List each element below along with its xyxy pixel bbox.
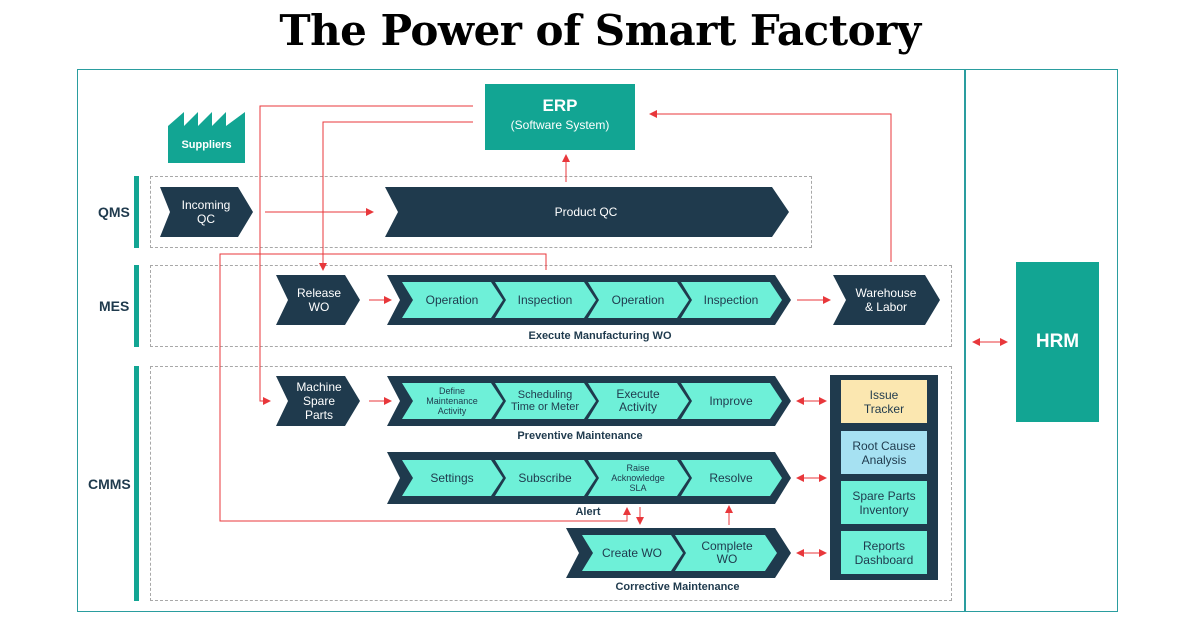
reports-dashboard-box: Reports Dashboard bbox=[841, 531, 927, 574]
corr-step-1-label: Create WO bbox=[601, 545, 662, 560]
corr-step-2-label: Complete WO bbox=[701, 539, 753, 566]
mes-lane-bar bbox=[134, 265, 139, 347]
arrow-warehouse-to-erp bbox=[649, 110, 892, 262]
mes-lane bbox=[150, 265, 952, 347]
erp-subtitle: (Software System) bbox=[510, 118, 610, 132]
erp-name: ERP bbox=[542, 96, 578, 115]
alert-step-2-shape bbox=[495, 460, 596, 496]
arrow-mes-loop-to-alert bbox=[219, 253, 631, 522]
alert-step-3-shape bbox=[588, 460, 689, 496]
arrow-erp-to-release bbox=[319, 121, 473, 271]
spare-parts-chevron bbox=[276, 376, 360, 426]
factory-frame bbox=[77, 69, 1118, 612]
warehouse-label: Warehouse & Labor bbox=[855, 286, 917, 314]
alert-step-1-shape bbox=[402, 460, 503, 496]
alert-step-4-label: Resolve bbox=[709, 470, 753, 485]
product-qc-label: Product QC bbox=[554, 205, 618, 219]
mes-step-3-shape bbox=[588, 282, 689, 318]
prev-step-4-label: Improve bbox=[709, 393, 753, 408]
mes-step-2-shape bbox=[495, 282, 596, 318]
prev-step-1-label: Define Maintenance Activity bbox=[426, 386, 478, 416]
spare-parts-label: Machine Spare Parts bbox=[296, 380, 342, 422]
suppliers-label: Suppliers bbox=[181, 139, 232, 151]
incoming-qc-chevron bbox=[160, 187, 253, 237]
erp-box: ERP (Software System) bbox=[485, 84, 635, 150]
cmms-lane bbox=[150, 366, 952, 601]
qms-lane bbox=[150, 176, 812, 248]
mes-step-1-shape bbox=[402, 282, 503, 318]
alert-step-1-label: Settings bbox=[430, 470, 474, 485]
mes-step-4-shape bbox=[681, 282, 782, 318]
warehouse-chevron bbox=[833, 275, 940, 325]
hrm-box: HRM bbox=[1016, 262, 1099, 422]
mes-step-4-label: Inspection bbox=[703, 292, 759, 307]
cmms-lane-label: CMMS bbox=[88, 476, 131, 492]
mes-step-1-label: Operation bbox=[425, 292, 479, 307]
frame-divider bbox=[964, 69, 966, 612]
prev-step-2-label: Scheduling Time or Meter bbox=[510, 389, 580, 413]
prev-step-3-label: Execute Activity bbox=[616, 387, 660, 414]
prev-step-3-shape bbox=[588, 383, 689, 419]
alert-step-2-label: Subscribe bbox=[518, 470, 572, 485]
qms-lane-bar bbox=[134, 176, 139, 248]
prev-step-2-shape bbox=[495, 383, 596, 419]
root-cause-box: Root Cause Analysis bbox=[841, 431, 927, 474]
qms-lane-label: QMS bbox=[98, 204, 130, 220]
page-title: The Power of Smart Factory bbox=[279, 6, 921, 55]
mes-step-2-label: Inspection bbox=[517, 292, 573, 307]
preventive-caption: Preventive Maintenance bbox=[517, 430, 643, 442]
mes-lane-label: MES bbox=[99, 298, 130, 314]
factory-icon bbox=[168, 112, 245, 163]
incoming-qc-label: Incoming QC bbox=[181, 198, 231, 226]
spare-parts-inventory-box: Spare Parts Inventory bbox=[841, 481, 927, 524]
corr-step-1-shape bbox=[582, 535, 683, 571]
corrective-caption: Corrective Maintenance bbox=[615, 581, 740, 593]
release-wo-chevron bbox=[276, 275, 360, 325]
mes-step-3-label: Operation bbox=[611, 292, 665, 307]
product-qc-chevron bbox=[385, 187, 789, 237]
mes-caption: Execute Manufacturing WO bbox=[528, 330, 672, 342]
cmms-lane-bar bbox=[134, 366, 139, 601]
alert-caption: Alert bbox=[575, 506, 601, 518]
alert-step-4-shape bbox=[681, 460, 782, 496]
corr-step-2-shape bbox=[675, 535, 777, 571]
alert-step-3-label: Raise Acknowledge SLA bbox=[611, 463, 665, 493]
issue-tracker-box: Issue Tracker bbox=[841, 380, 927, 423]
prev-step-4-shape bbox=[681, 383, 782, 419]
release-wo-label: Release WO bbox=[296, 286, 342, 314]
prev-step-1-shape bbox=[402, 383, 503, 419]
